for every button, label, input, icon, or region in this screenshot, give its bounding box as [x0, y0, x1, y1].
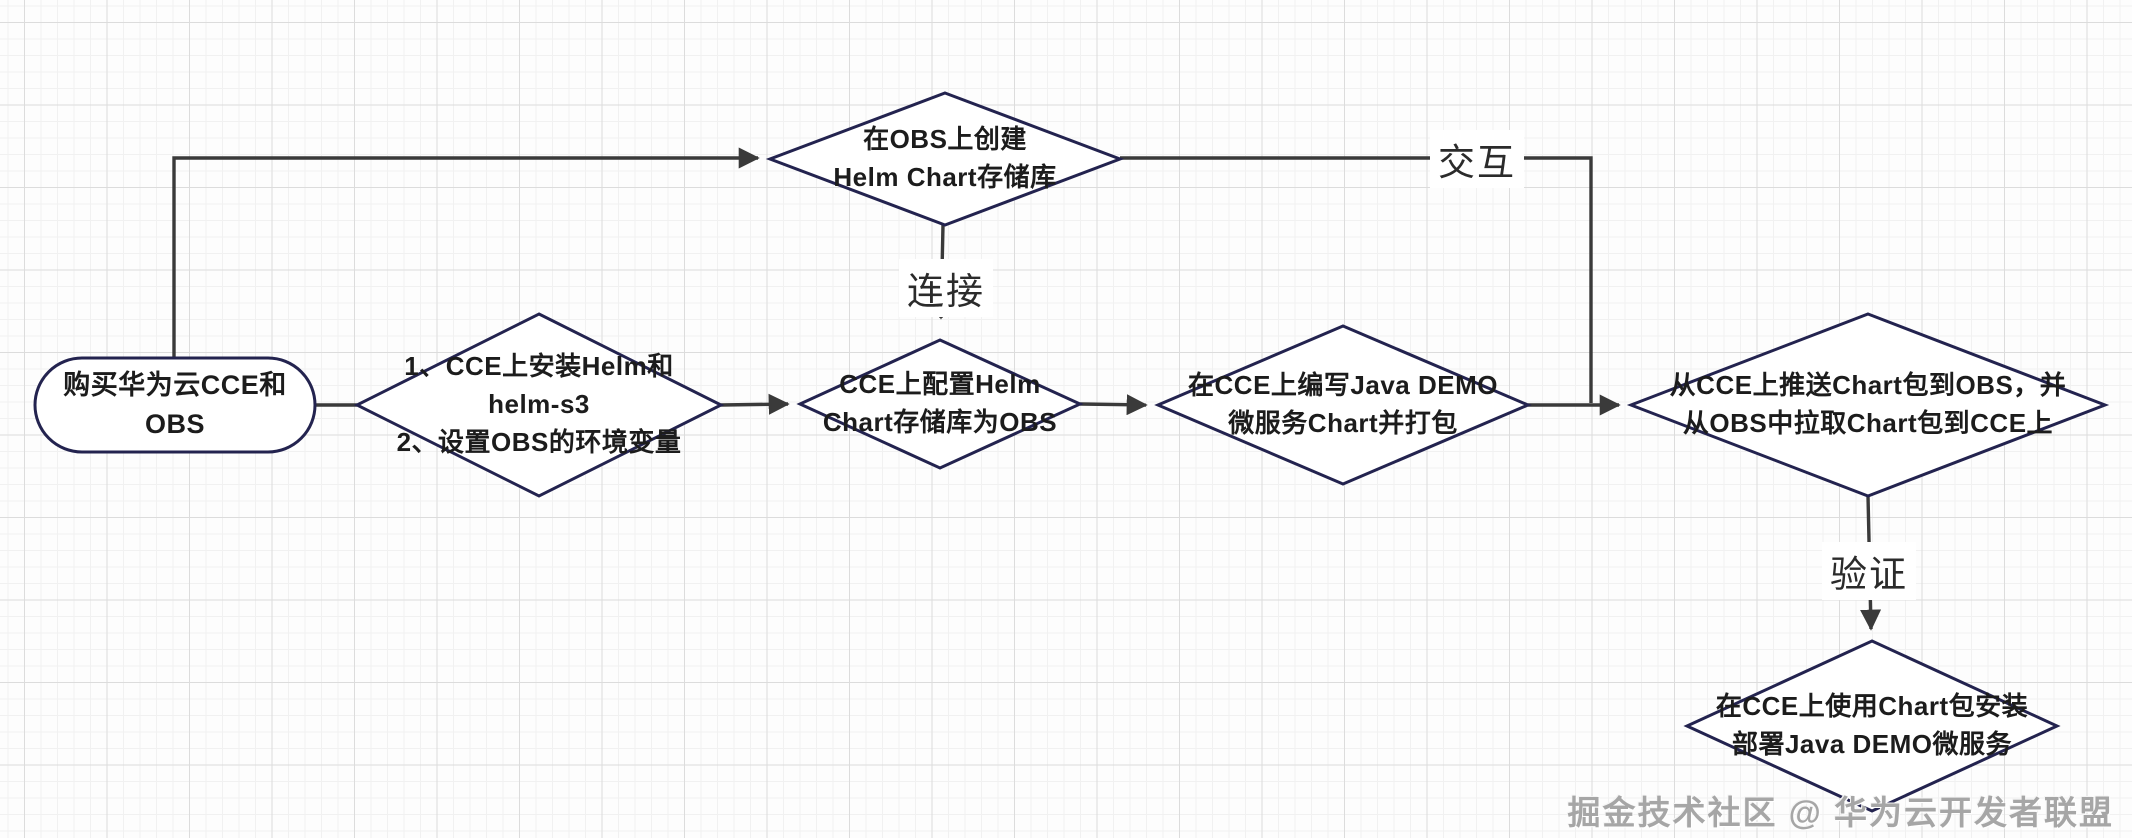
install-node-label: 1、CCE上安装Helm和 helm-s3 2、设置OBS的环境变量: [396, 351, 682, 457]
start-stadium-shape: [33, 356, 317, 454]
config-repo-node-label: CCE上配置Helm Chart存储库为OBS: [822, 369, 1058, 437]
deploy-node-label: 在CCE上使用Chart包安装 部署Java DEMO微服务: [1715, 691, 2029, 759]
install-diamond-shape: [353, 312, 725, 498]
watermark-text: 掘金技术社区 @ 华为云开发者联盟: [1567, 794, 2114, 831]
deploy-diamond-shape: [1683, 639, 2061, 813]
connect-edge-label: 连接: [899, 259, 993, 317]
create-repo-node-label: 在OBS上创建 Helm Chart存储库: [833, 124, 1057, 192]
push-pull-diamond-shape: [1626, 312, 2110, 498]
write-chart-node-label: 在CCE上编写Java DEMO 微服务Chart并打包: [1188, 370, 1498, 438]
config-repo-diamond-shape: [796, 338, 1084, 470]
write-chart-diamond-shape: [1154, 324, 1532, 486]
edge-install-to-config: [720, 393, 790, 415]
push-pull-node-label: 从CCE上推送Chart包到OBS，并 从OBS中拉取Chart包到CCE上: [1669, 370, 2067, 438]
edge-create-repo-interact: [1120, 156, 1593, 403]
create-repo-diamond-shape: [765, 91, 1125, 227]
verify-edge-label: 验证: [1822, 542, 1916, 600]
start-node-label: 购买华为云CCE和OBS: [63, 369, 287, 439]
edge-start-to-create-repo: [172, 147, 760, 358]
edge-config-to-write: [1079, 394, 1148, 416]
interact-edge-label: 交互: [1430, 130, 1524, 188]
